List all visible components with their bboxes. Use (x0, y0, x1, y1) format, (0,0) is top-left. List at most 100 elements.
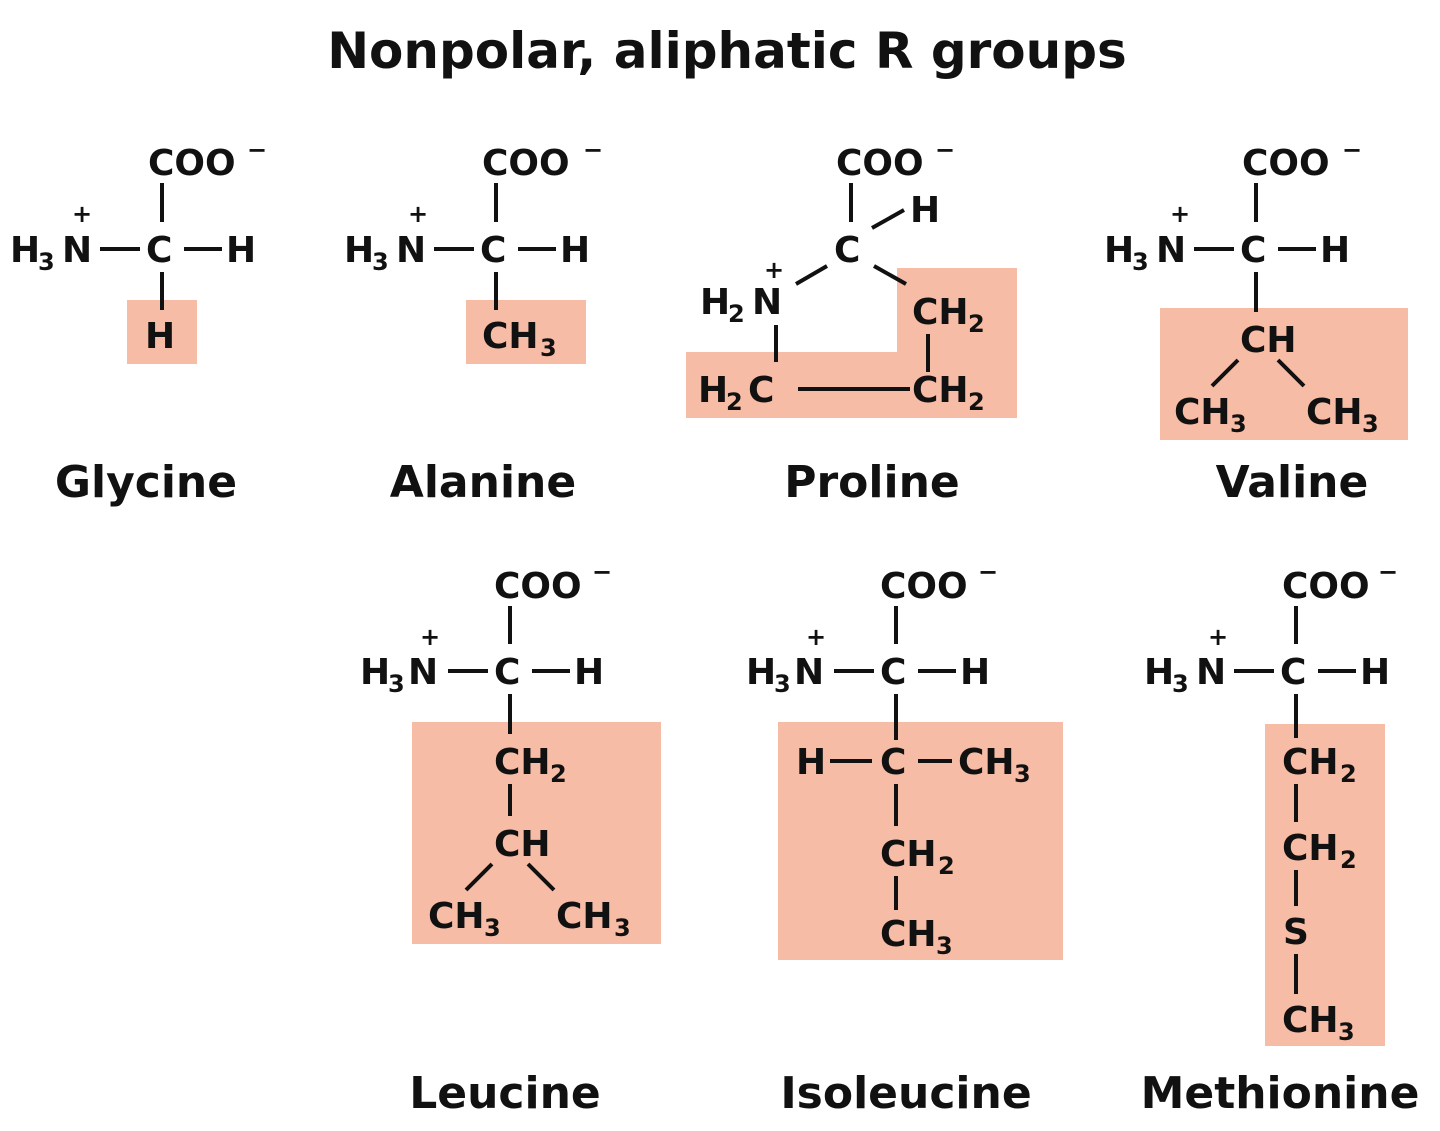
subscript-2: 2 (728, 300, 745, 328)
r-group-highlight (1265, 724, 1385, 1046)
leucine-label: Leucine (409, 1068, 601, 1119)
amino-n: N (396, 230, 426, 271)
negative-charge: − (592, 558, 612, 586)
r-group-highlight (466, 300, 586, 364)
alpha-carbon: C (880, 652, 906, 693)
alpha-carbon: C (834, 230, 860, 271)
gamma-ch2: CH (1282, 828, 1339, 869)
r-group-highlight (686, 268, 1017, 418)
isoleucine-label: Isoleucine (780, 1068, 1031, 1119)
negative-charge: − (978, 558, 998, 586)
gamma-ch2: CH (880, 834, 937, 875)
amino-n: N (1156, 230, 1186, 271)
valine-structure: COO − + H 3 N C H CH CH 3 CH 3 Valine (1104, 136, 1408, 508)
diagram-title: Nonpolar, aliphatic R groups (327, 22, 1127, 80)
subscript-2: 2 (726, 388, 743, 416)
amino-n: N (408, 652, 438, 693)
terminal-ch3: CH (1282, 1000, 1339, 1041)
alanine-label: Alanine (390, 457, 576, 508)
subscript-3: 3 (1172, 670, 1189, 698)
r-group-ch: CH (1240, 320, 1297, 361)
beta-hydrogen: H (796, 742, 826, 783)
amino-h: H (746, 652, 776, 693)
methyl-right: CH (1306, 392, 1363, 433)
alpha-carbon: C (1280, 652, 1306, 693)
positive-charge: + (764, 256, 784, 284)
negative-charge: − (247, 136, 267, 164)
carboxylate-label: COO (1242, 143, 1330, 184)
negative-charge: − (1378, 558, 1398, 586)
carboxylate-label: COO (148, 143, 236, 184)
alpha-hydrogen: H (960, 652, 990, 693)
r-group-highlight (1160, 308, 1408, 440)
amino-n: N (1196, 652, 1226, 693)
amino-n: N (62, 230, 92, 271)
positive-charge: + (408, 200, 428, 228)
subscript-3: 3 (1132, 248, 1149, 276)
methyl-left: CH (1174, 392, 1231, 433)
methionine-label: Methionine (1141, 1068, 1420, 1119)
alpha-hydrogen: H (560, 230, 590, 271)
ring-nh-h: H (700, 282, 730, 323)
r-group-ch: CH (482, 316, 539, 357)
subscript-3: 3 (484, 914, 501, 942)
negative-charge: − (935, 136, 955, 164)
subscript-3: 3 (1338, 1018, 1355, 1046)
subscript-3: 3 (388, 670, 405, 698)
alpha-carbon: C (1240, 230, 1266, 271)
carboxylate-label: COO (494, 566, 582, 607)
subscript-3: 3 (774, 670, 791, 698)
negative-charge: − (583, 136, 603, 164)
subscript-3: 3 (614, 914, 631, 942)
positive-charge: + (806, 623, 826, 651)
subscript-3: 3 (372, 248, 389, 276)
positive-charge: + (1170, 200, 1190, 228)
leucine-structure: COO − + H 3 N C H CH 2 CH CH 3 CH 3 Leuc… (360, 558, 661, 1119)
ring-ch2-beta: CH (912, 292, 969, 333)
amino-h: H (10, 230, 40, 271)
carboxylate-label: COO (482, 143, 570, 184)
amino-h: H (344, 230, 374, 271)
beta-ch2: CH (1282, 742, 1339, 783)
ring-ch2-delta-c: C (748, 370, 774, 411)
positive-charge: + (72, 200, 92, 228)
isoleucine-structure: COO − + H 3 N C H H C CH 3 CH 2 CH 3 Iso… (746, 558, 1063, 1119)
amino-h: H (1104, 230, 1134, 271)
amino-n: N (794, 652, 824, 693)
proline-structure: COO − H C + H 2 N CH 2 H 2 C CH 2 Prolin… (686, 136, 1017, 508)
glycine-structure: COO − + H 3 N C H H Glycine (10, 136, 267, 508)
subscript-2: 2 (1340, 760, 1357, 788)
subscript-3: 3 (1362, 410, 1379, 438)
alpha-hydrogen: H (226, 230, 256, 271)
ring-n: N (752, 282, 782, 323)
alpha-hydrogen: H (1360, 652, 1390, 693)
carboxylate-label: COO (880, 566, 968, 607)
carboxylate-label: COO (1282, 566, 1370, 607)
valine-label: Valine (1216, 457, 1369, 508)
alpha-hydrogen: H (910, 190, 940, 231)
alpha-carbon: C (146, 230, 172, 271)
alpha-carbon: C (480, 230, 506, 271)
subscript-3: 3 (38, 248, 55, 276)
subscript-2: 2 (938, 852, 955, 880)
r-group-highlight (412, 722, 661, 944)
delta-ch3: CH (880, 914, 937, 955)
methionine-structure: COO − + H 3 N C H CH 2 CH 2 S CH 3 Methi… (1141, 558, 1420, 1119)
glycine-label: Glycine (55, 457, 237, 508)
negative-charge: − (1342, 136, 1362, 164)
r-group-highlight (127, 300, 197, 364)
subscript-2: 2 (968, 388, 985, 416)
r-group-ch: CH (494, 824, 551, 865)
subscript-3: 3 (1230, 410, 1247, 438)
beta-carbon: C (880, 742, 906, 783)
subscript-3: 3 (936, 932, 953, 960)
carboxylate-label: COO (836, 143, 924, 184)
methyl-left: CH (428, 896, 485, 937)
sulfur-atom: S (1283, 912, 1309, 953)
subscript-2: 2 (1340, 846, 1357, 874)
amino-h: H (360, 652, 390, 693)
methyl-right: CH (556, 896, 613, 937)
ring-ch2-gamma: CH (912, 370, 969, 411)
subscript-2: 2 (968, 310, 985, 338)
